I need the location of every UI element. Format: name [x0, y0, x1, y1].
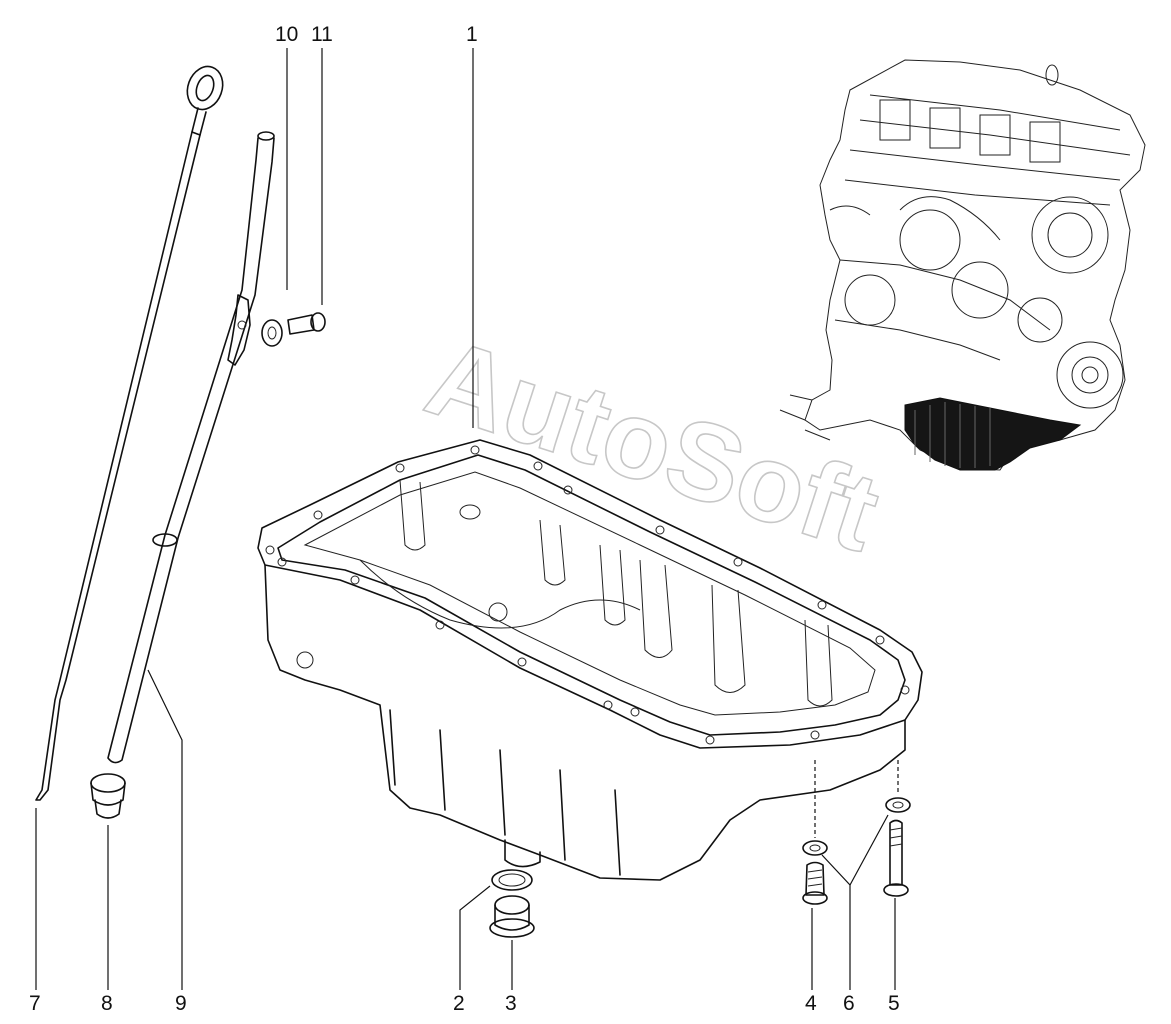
callout-3: 3 — [505, 992, 517, 1015]
bolt-part-11 — [287, 312, 326, 335]
washer-part-6-left — [802, 840, 828, 856]
seal-ring-part-2 — [491, 869, 533, 891]
callout-8: 8 — [101, 992, 113, 1015]
callout-9: 9 — [175, 992, 187, 1015]
bolt-part-4 — [802, 861, 828, 905]
engine-overview-illustration — [779, 59, 1146, 471]
washer-part-10 — [261, 319, 283, 347]
callout-5: 5 — [888, 992, 900, 1015]
bolt-part-5 — [883, 819, 909, 897]
callout-1: 1 — [466, 23, 478, 46]
callout-7: 7 — [29, 992, 41, 1015]
watermark: AutoSoft — [413, 315, 893, 575]
callout-2: 2 — [453, 992, 465, 1015]
drain-plug-part-3 — [489, 895, 535, 938]
callout-4: 4 — [805, 992, 817, 1015]
callout-6: 6 — [843, 992, 855, 1015]
leader-lines — [35, 48, 899, 990]
dipstick-guide-tube — [107, 131, 275, 764]
washer-part-6-right — [885, 797, 911, 813]
plug-part-8 — [90, 773, 126, 819]
oil-pan — [257, 439, 923, 881]
callout-labels: 1 10 11 7 8 9 2 3 4 6 5 — [29, 23, 900, 1015]
oil-dipstick — [35, 65, 224, 801]
callout-10: 10 — [275, 23, 298, 46]
callout-11: 11 — [311, 23, 333, 46]
